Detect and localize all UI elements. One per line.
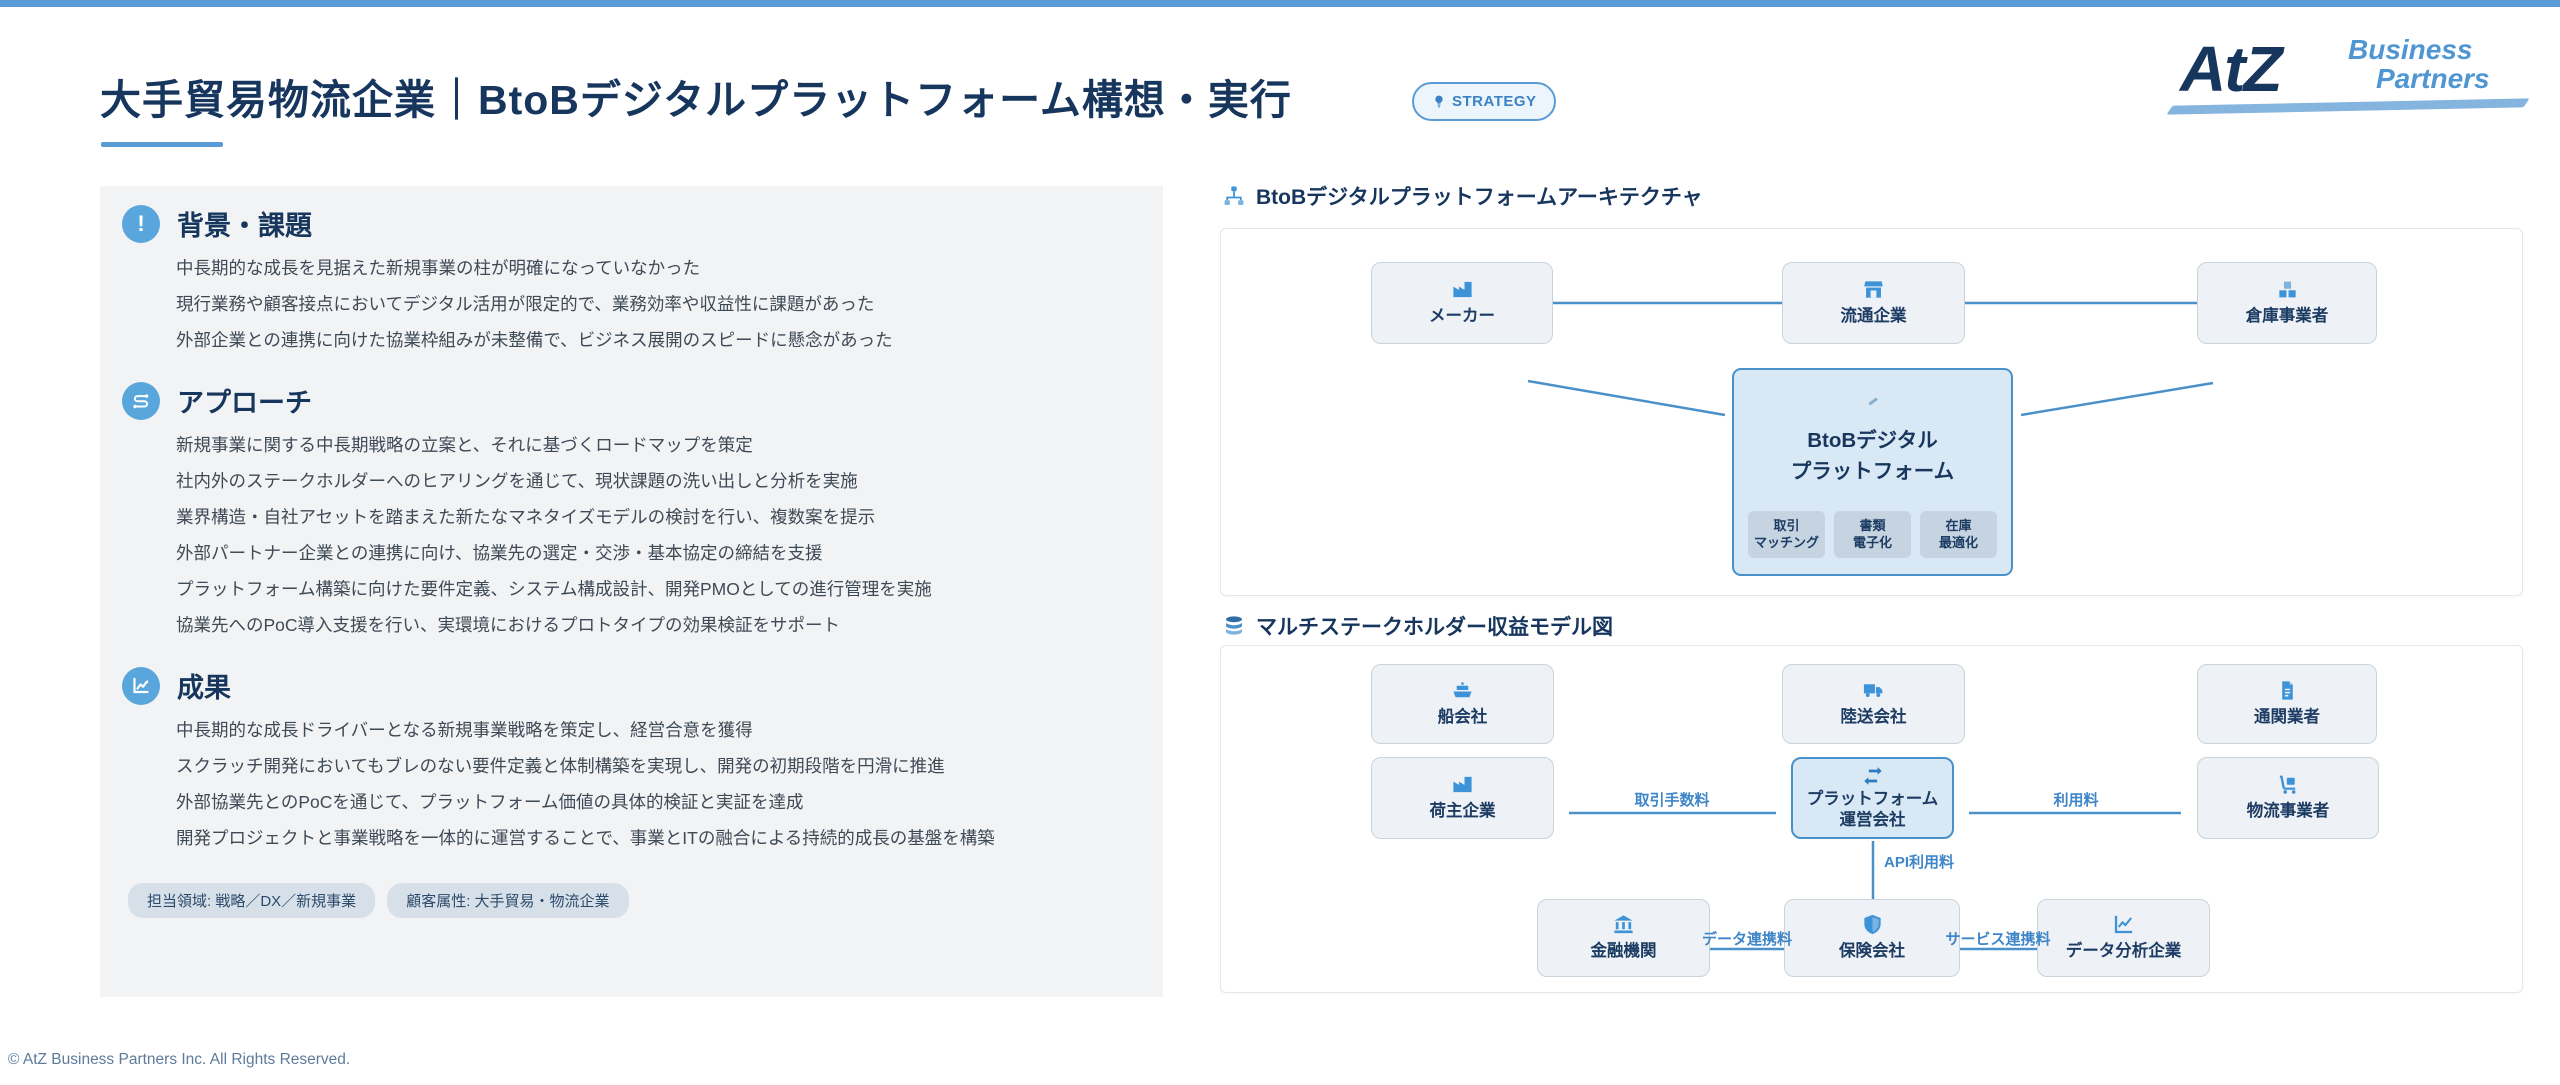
- strategy-badge-label: STRATEGY: [1452, 93, 1537, 110]
- feature-chip: 在庫最適化: [1920, 510, 1997, 558]
- customs-document-icon: [2276, 679, 2299, 702]
- truck-icon: [1862, 679, 1885, 702]
- summary-item: 外部企業との連携に向けた協業枠組みが未整備で、ビジネス展開のスピードに懸念があっ…: [176, 330, 893, 350]
- revenue-heading: マルチステークホルダー収益モデル図: [1222, 611, 1613, 641]
- summary-item: プラットフォーム構築に向けた要件定義、システム構成設計、開発PMOとしての進行管…: [176, 579, 932, 599]
- section-title: アプローチ: [177, 388, 312, 418]
- top-accent-bar: [0, 0, 2560, 7]
- node-distributor: 流通企業: [1782, 262, 1965, 344]
- exchange-arrows-icon: [1862, 765, 1884, 787]
- summary-item: 開発プロジェクトと事業戦略を一体的に運営することで、事業とITの融合による持続的…: [176, 828, 995, 848]
- factory-icon: [1451, 773, 1474, 796]
- summary-item: 新規事業に関する中長期戦略の立案と、それに基づくロードマップを策定: [176, 435, 753, 455]
- fee-transaction: 取引手数料: [1634, 792, 1710, 809]
- node-label: プラットフォーム運営会社: [1806, 789, 1939, 829]
- case-summary-panel: ! 背景・課題 中長期的な成長を見据えた新規事業の柱が明確になっていなかった 現…: [100, 186, 1163, 997]
- node-label: 陸送会社: [1840, 708, 1907, 727]
- summary-item: 協業先へのPoC導入支援を行い、実環境におけるプロトタイプの効果検証をサポート: [176, 615, 841, 635]
- node-label: 通関業者: [2254, 708, 2320, 727]
- section-results: 成果: [122, 666, 1133, 705]
- section-background-issues: ! 背景・課題: [122, 204, 1133, 243]
- fee-data: データ連携料: [1701, 931, 1793, 948]
- platform-title: BtoBデジタル プラットフォーム: [1790, 429, 1955, 483]
- summary-item: 中長期的な成長ドライバーとなる新規事業戦略を策定し、経営合意を獲得: [176, 720, 753, 740]
- node-insurance-company: 保険会社: [1784, 899, 1960, 977]
- logo-business-text: Business: [2348, 34, 2473, 65]
- node-label: 金融機関: [1590, 942, 1657, 961]
- summary-item: 現行業務や顧客接点においてデジタル活用が限定的で、業務効率や収益性に課題があった: [176, 294, 875, 314]
- platform-features: 取引マッチング 書類電子化 在庫最適化: [1748, 510, 1997, 558]
- architecture-heading: BtoBデジタルプラットフォームアーキテクチャ: [1222, 181, 1703, 211]
- node-label: 倉庫事業者: [2245, 307, 2329, 326]
- sitemap-icon: [1222, 184, 1246, 208]
- section-title: 成果: [177, 673, 231, 703]
- feature-chip: 書類電子化: [1834, 510, 1911, 558]
- diagram-title: マルチステークホルダー収益モデル図: [1256, 616, 1613, 639]
- factory-icon: [1451, 278, 1474, 301]
- logo-atz-text: AtZ: [2180, 33, 2283, 105]
- trend-chart-icon: [122, 666, 160, 705]
- fee-api: API利用料: [1884, 854, 1955, 871]
- logo-partners-text: Partners: [2376, 63, 2490, 94]
- node-customs-broker: 通関業者: [2197, 664, 2377, 744]
- node-logistics-provider: 物流事業者: [2197, 757, 2379, 839]
- section-approach: アプローチ: [122, 381, 1133, 420]
- summary-item: 業界構造・自社アセットを踏まえた新たなマネタイズモデルの検討を行い、複数案を提示: [176, 507, 876, 527]
- node-label: メーカー: [1429, 307, 1495, 326]
- section-title: 背景・課題: [177, 211, 312, 241]
- node-label: 荷主企業: [1429, 802, 1496, 821]
- summary-item: スクラッチ開発においてもブレのない要件定義と体制構築を実現し、開発の初期段階を円…: [176, 756, 945, 776]
- node-shipper-company: 荷主企業: [1371, 757, 1554, 839]
- shield-icon: [1861, 913, 1884, 936]
- coins-icon: [1222, 614, 1246, 638]
- summary-item: 中長期的な成長を見据えた新規事業の柱が明確になっていなかった: [176, 258, 701, 278]
- diagram-title: BtoBデジタルプラットフォームアーキテクチャ: [1256, 186, 1703, 209]
- store-icon: [1862, 278, 1885, 301]
- summary-item: 外部協業先とのPoCを通じて、プラットフォーム価値の具体的検証と実証を達成: [176, 792, 804, 812]
- node-label: 船会社: [1437, 708, 1488, 727]
- feature-chip: 取引マッチング: [1748, 510, 1825, 558]
- section-items: 中長期的な成長を見据えた新規事業の柱が明確になっていなかった 現行業務や顧客接点…: [176, 257, 1133, 351]
- fee-service: サービス連携料: [1945, 931, 2051, 948]
- node-financial-institution: 金融機関: [1537, 899, 1710, 977]
- dolly-icon: [2277, 773, 2300, 796]
- platform-box: BtoBデジタル プラットフォーム 取引マッチング 書類電子化 在庫最適化: [1732, 368, 2013, 576]
- alert-icon: !: [122, 204, 160, 243]
- node-label: データ分析企業: [2065, 942, 2182, 961]
- node-maker: メーカー: [1371, 262, 1553, 344]
- boxes-icon: [2276, 278, 2299, 301]
- page-title: 大手貿易物流企業｜BtoBデジタルプラットフォーム構想・実行: [100, 77, 1292, 123]
- route-icon: [122, 381, 160, 420]
- ship-icon: [1451, 679, 1474, 702]
- copyright-text: © AtZ Business Partners Inc. All Rights …: [8, 1051, 351, 1068]
- section-items: 中長期的な成長ドライバーとなる新規事業戦略を策定し、経営合意を獲得 スクラッチ開…: [176, 719, 1133, 849]
- node-label: 物流事業者: [2246, 802, 2330, 821]
- revenue-panel: 船会社 陸送会社 通関業者 荷主企業: [1220, 645, 2523, 993]
- architecture-panel: メーカー 流通企業 倉庫事業者 BtoBデジタル プラットフォーム: [1220, 228, 2523, 596]
- bank-icon: [1612, 913, 1635, 936]
- strategy-badge: STRATEGY: [1412, 82, 1556, 121]
- tag-domain: 担当領域: 戦略／DX／新規事業: [128, 883, 376, 918]
- summary-item: 外部パートナー企業との連携に向け、協業先の選定・交渉・基本協定の締結を支援: [176, 543, 823, 563]
- title-underline: [101, 142, 223, 147]
- line-chart-icon: [2112, 913, 2135, 936]
- node-label: 保険会社: [1839, 942, 1905, 961]
- tags-row: 担当領域: 戦略／DX／新規事業 顧客属性: 大手貿易・物流企業: [128, 883, 1133, 918]
- node-label: 流通企業: [1840, 307, 1907, 326]
- tag-client-type: 顧客属性: 大手貿易・物流企業: [387, 883, 629, 918]
- node-land-transport: 陸送会社: [1782, 664, 1965, 744]
- node-shipping-company: 船会社: [1371, 664, 1554, 744]
- fee-usage: 利用料: [2053, 792, 2099, 809]
- node-platform-operator: プラットフォーム運営会社: [1791, 757, 1954, 839]
- node-data-analytics: データ分析企業: [2037, 899, 2210, 977]
- summary-item: 社内外のステークホルダーへのヒアリングを通じて、現状課題の洗い出しと分析を実施: [176, 471, 858, 491]
- company-logo: AtZ Business Partners: [2166, 28, 2550, 118]
- node-warehouse: 倉庫事業者: [2197, 262, 2377, 344]
- section-items: 新規事業に関する中長期戦略の立案と、それに基づくロードマップを策定 社内外のステ…: [176, 434, 1133, 636]
- lightbulb-icon: [1431, 94, 1447, 110]
- platform-mini-icon: [1867, 397, 1878, 406]
